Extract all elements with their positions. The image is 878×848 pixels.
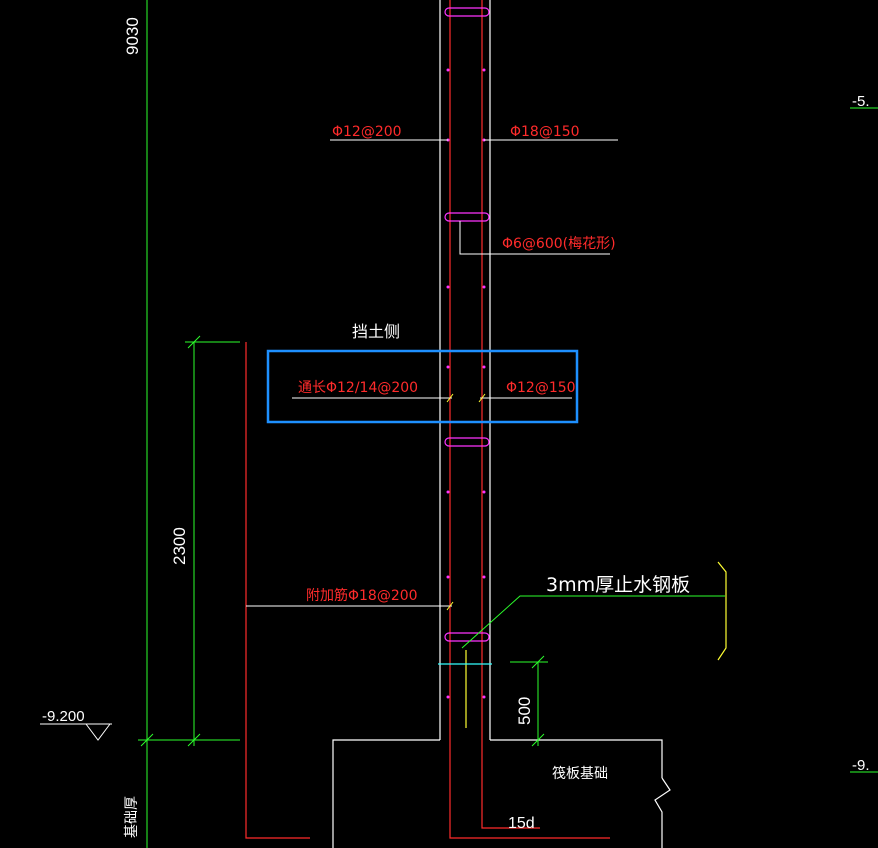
elevation-right-bottom-label: -9. [852,757,870,774]
anchor-length-label: 15d [508,815,535,832]
dim-total-label: 9030 [123,17,142,55]
dimension-lines [138,0,878,848]
rebar-dots [446,68,486,699]
soil-side-label: 挡土侧 [352,322,400,341]
rebar-left-top-label: Φ12@200 [332,124,402,140]
main-rebars [245,0,610,839]
waterstop-plate [465,561,727,728]
dim-500-label: 500 [515,697,534,725]
tie-bars-label: Φ6@600(梅花形) [502,236,616,252]
raft-foundation-label: 筏板基础 [552,765,608,782]
slash-marks [446,393,486,611]
tie-bars [444,7,490,642]
wall-outline [332,0,671,848]
elevation-right-top-label: -5. [852,93,870,110]
leader-lines [246,139,618,607]
rebar-left-mid-label: 通长Φ12/14@200 [298,380,418,396]
rebar-right-top-label: Φ18@150 [510,124,580,140]
rebar-right-mid-label: Φ12@150 [506,380,576,396]
additional-bar-label: 附加筋Φ18@200 [306,587,418,604]
selection-box[interactable] [266,349,579,424]
foundation-thickness-label: 基础厚 [123,796,140,838]
dim-2300-label: 2300 [170,527,189,565]
elevation-markers [40,723,112,741]
waterstop-label: 3mm厚止水钢板 [546,574,690,596]
elevation-left-label: -9.200 [42,708,85,725]
